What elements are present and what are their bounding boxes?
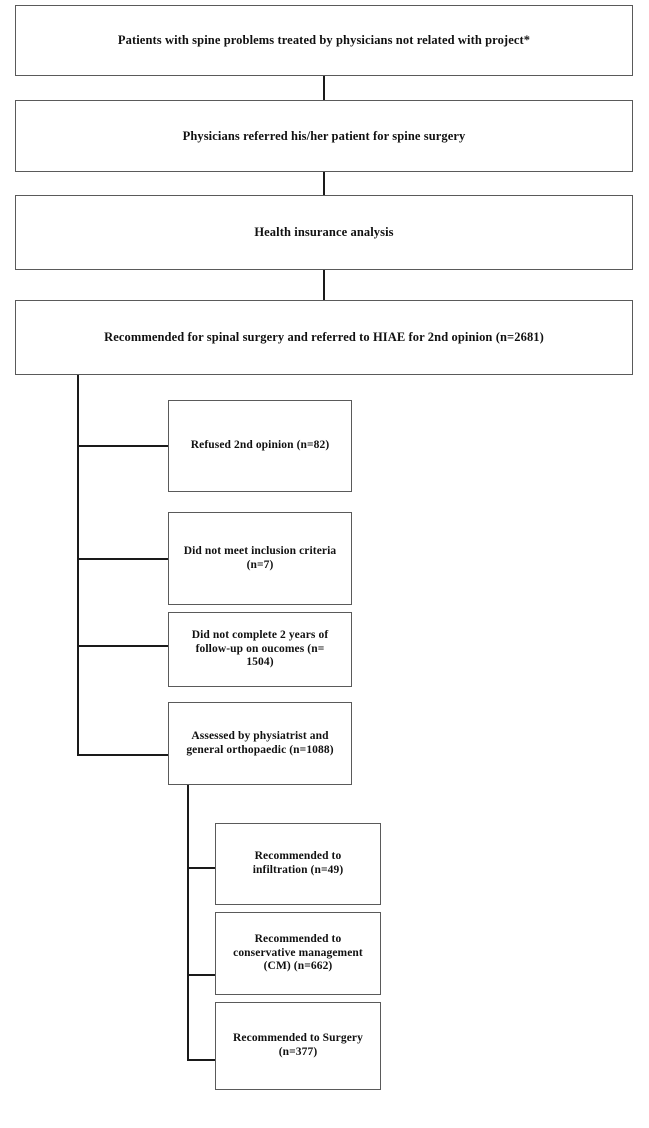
branch-connector-assessed	[77, 754, 168, 756]
connector-main-2-3	[323, 172, 325, 195]
node-recommended-surgery-label: Recommended to Surgery (n=377)	[233, 1032, 363, 1058]
node-health-insurance-analysis-label: Health insurance analysis	[254, 225, 394, 240]
node-recommended-infiltration-label: Recommended to infiltration (n=49)	[252, 850, 344, 876]
node-health-insurance-analysis: Health insurance analysis	[15, 195, 633, 270]
branch-connector-inclusion	[77, 558, 168, 560]
node-refused-second-opinion: Refused 2nd opinion (n=82)	[168, 400, 352, 492]
node-referred-for-surgery: Physicians referred his/her patient for …	[15, 100, 633, 172]
connector-main-1-2	[323, 76, 325, 100]
node-recommended-surgery: Recommended to Surgery (n=377)	[215, 1002, 381, 1090]
branch-spine-secondary	[187, 785, 189, 1061]
node-patients-treated-label: Patients with spine problems treated by …	[117, 33, 531, 48]
connector-main-3-4	[323, 270, 325, 300]
branch-connector-conservative	[187, 974, 215, 976]
branch-connector-infiltration	[187, 867, 215, 869]
node-recommended-second-opinion-label: Recommended for spinal surgery and refer…	[104, 330, 544, 345]
branch-connector-followup	[77, 645, 168, 647]
node-referred-for-surgery-label: Physicians referred his/her patient for …	[182, 128, 466, 143]
node-did-not-complete-followup: Did not complete 2 years of follow-up on…	[168, 612, 352, 687]
node-recommended-conservative: Recommended to conservative management (…	[215, 912, 381, 995]
node-assessed-by-physiatrist: Assessed by physiatrist and general orth…	[168, 702, 352, 785]
node-recommended-infiltration: Recommended to infiltration (n=49)	[215, 823, 381, 905]
node-refused-second-opinion-label: Refused 2nd opinion (n=82)	[190, 439, 330, 452]
node-did-not-meet-inclusion: Did not meet inclusion criteria (n=7)	[168, 512, 352, 605]
branch-connector-refused	[77, 445, 168, 447]
node-did-not-meet-inclusion-label: Did not meet inclusion criteria (n=7)	[183, 544, 337, 571]
node-assessed-by-physiatrist-label: Assessed by physiatrist and general orth…	[186, 729, 334, 756]
node-recommended-conservative-label: Recommended to conservative management (…	[233, 933, 363, 973]
branch-spine-primary	[77, 375, 79, 756]
node-patients-treated: Patients with spine problems treated by …	[15, 5, 633, 76]
node-recommended-second-opinion: Recommended for spinal surgery and refer…	[15, 300, 633, 375]
branch-connector-surgery	[187, 1059, 215, 1061]
node-did-not-complete-followup-label: Did not complete 2 years of follow-up on…	[191, 629, 329, 669]
